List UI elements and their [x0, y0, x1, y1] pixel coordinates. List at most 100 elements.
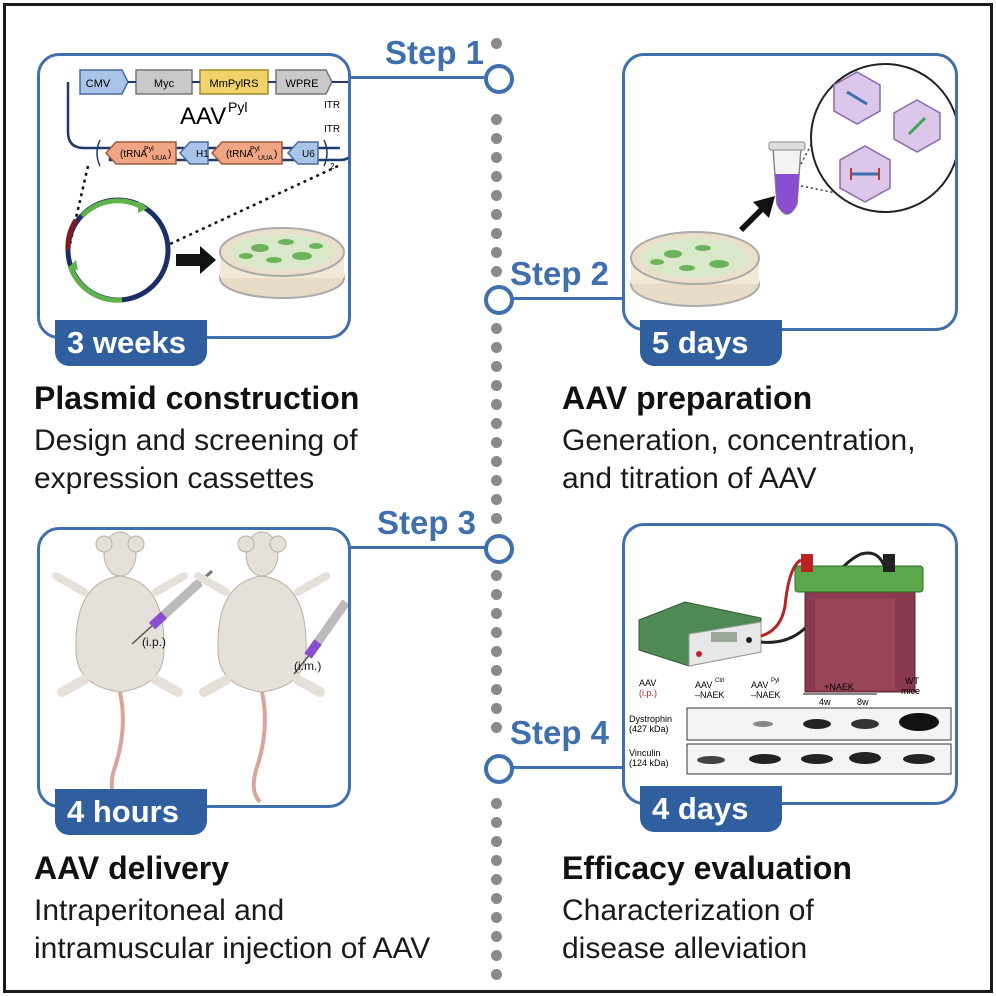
electrophoresis-tank-icon [794, 554, 924, 693]
connector-step4 [497, 766, 625, 769]
step2-label: Step 2 [510, 255, 610, 292]
step3-label: Step 3 [377, 504, 477, 541]
col1-label-sup: Ctrl [715, 678, 724, 684]
timeline-dot [491, 893, 502, 904]
efficacy-illustration: AAV (i.p.) AAV Ctrl –NAEK AAV Pyl –NAEK … [629, 551, 952, 775]
delivery-illustration: (i.p.) (i.m.) [52, 531, 348, 804]
u6-element [286, 141, 319, 165]
wt-label-1: WT [905, 676, 919, 686]
timeline-node-step4 [484, 754, 514, 784]
timeline-dot [491, 646, 502, 657]
timeline-dot [491, 152, 502, 163]
timeline-dot [491, 266, 502, 277]
arrow-icon [739, 196, 775, 232]
petri-dish-icon [630, 231, 760, 307]
col2-label-sup: Pyl [771, 678, 779, 684]
cmv-element [79, 69, 129, 95]
timeline-dot [491, 171, 502, 182]
u6-label: U6 [302, 149, 315, 160]
mouse-icon [194, 531, 330, 804]
plasmid-circle-icon [65, 197, 171, 303]
step1-label: Step 1 [385, 34, 485, 71]
delivery-panel: (i.p.) (i.m.) [37, 527, 351, 808]
timeline-dot [491, 931, 502, 942]
power-supply-icon [638, 601, 762, 667]
syringe-icon [293, 599, 348, 675]
mouse-icon [52, 531, 188, 804]
timeline-dot [491, 627, 502, 638]
duration-badge-step4: 4 days [640, 786, 782, 832]
outer-frame [3, 3, 993, 993]
connector-step2 [497, 297, 625, 300]
timeline-dot [491, 133, 502, 144]
trna1-close: ) [168, 149, 171, 160]
im-label: (i.m.) [294, 659, 321, 673]
cmv-label: CMV [86, 78, 111, 90]
duration-badge-step3: 4 hours [55, 789, 207, 835]
step2-desc-line1: Generation, concentration, [562, 424, 916, 457]
timeline-dot [491, 665, 502, 676]
trna-element-1 [104, 141, 177, 165]
col2-label-a: AAV [751, 680, 768, 690]
timeline-dot [491, 361, 502, 372]
timeline-dot [491, 798, 502, 809]
timeline-dot [491, 589, 502, 600]
step3-desc-line2: intramuscular injection of AAV [34, 932, 431, 965]
connector-step1 [348, 76, 494, 79]
western-blot-vinculin [686, 743, 952, 775]
plasmid-name-sup: Pyl [228, 99, 247, 115]
timeline-node-step1 [484, 64, 514, 94]
timeline-dot [491, 456, 502, 467]
timeline-dot [491, 38, 502, 49]
step4-title: Efficacy evaluation [562, 850, 852, 886]
mmpylrs-element [199, 69, 269, 95]
timeline-dot [491, 684, 502, 695]
timeline-dot [491, 437, 502, 448]
trna2-sup: Pyl [250, 146, 260, 153]
step1-title: Plasmid construction [34, 380, 360, 416]
step4-label: Step 4 [510, 714, 610, 751]
step1-desc-line2: expression cassettes [34, 462, 315, 495]
aav-capsid-icon [893, 99, 941, 153]
h1-element [178, 141, 209, 165]
itr-bottom-label: ITR [324, 124, 340, 135]
efficacy-panel: AAV (i.p.) AAV Ctrl –NAEK AAV Pyl –NAEK … [622, 523, 958, 805]
timeline-dot [491, 950, 502, 961]
myc-label: Myc [154, 78, 175, 90]
timeline-dot [491, 570, 502, 581]
plasmid-panel: CMV Myc MmPylRS WPRE AAV Pyl ITR ITR (tR… [37, 53, 351, 339]
ip-label: (i.p.) [142, 635, 166, 649]
naek-label: +NAEK [824, 682, 854, 692]
timeline-node-step3 [484, 534, 514, 564]
timeline-dot [491, 399, 502, 410]
trna2-close: ) [274, 149, 277, 160]
wpre-element [275, 69, 333, 95]
duration-badge-step2: 5 days [640, 320, 782, 366]
col1-label-a: AAV [695, 680, 712, 690]
timeline-dot [491, 855, 502, 866]
timeline-dot [491, 722, 502, 733]
timeline-dot [491, 969, 502, 980]
trna1-sub: UUA [152, 155, 167, 162]
week4-label: 4w [819, 697, 831, 707]
timeline-dot [491, 342, 502, 353]
trna2-label: (tRNA [226, 149, 254, 160]
timeline-dot [491, 209, 502, 220]
timeline-dot [491, 228, 502, 239]
repeat-label: 2 [330, 162, 335, 171]
timeline-dot [491, 247, 502, 258]
dystrophin-kda: (427 kDa) [629, 724, 669, 734]
timeline-dot [491, 418, 502, 429]
plasmid-name: AAV [180, 103, 226, 130]
col2-label-b: –NAEK [751, 690, 781, 700]
step4-desc-line2: disease alleviation [562, 932, 808, 965]
timeline-dot [491, 836, 502, 847]
vinculin-kda: (124 kDa) [629, 758, 669, 768]
trna2-sub: UUA [258, 155, 273, 162]
step2-title: AAV preparation [562, 380, 813, 416]
timeline-dot [491, 323, 502, 334]
aav-prep-panel [622, 53, 958, 331]
h1-label: H1 [196, 149, 209, 160]
wpre-label: WPRE [286, 78, 319, 90]
step4-desc-line1: Characterization of [562, 894, 814, 927]
